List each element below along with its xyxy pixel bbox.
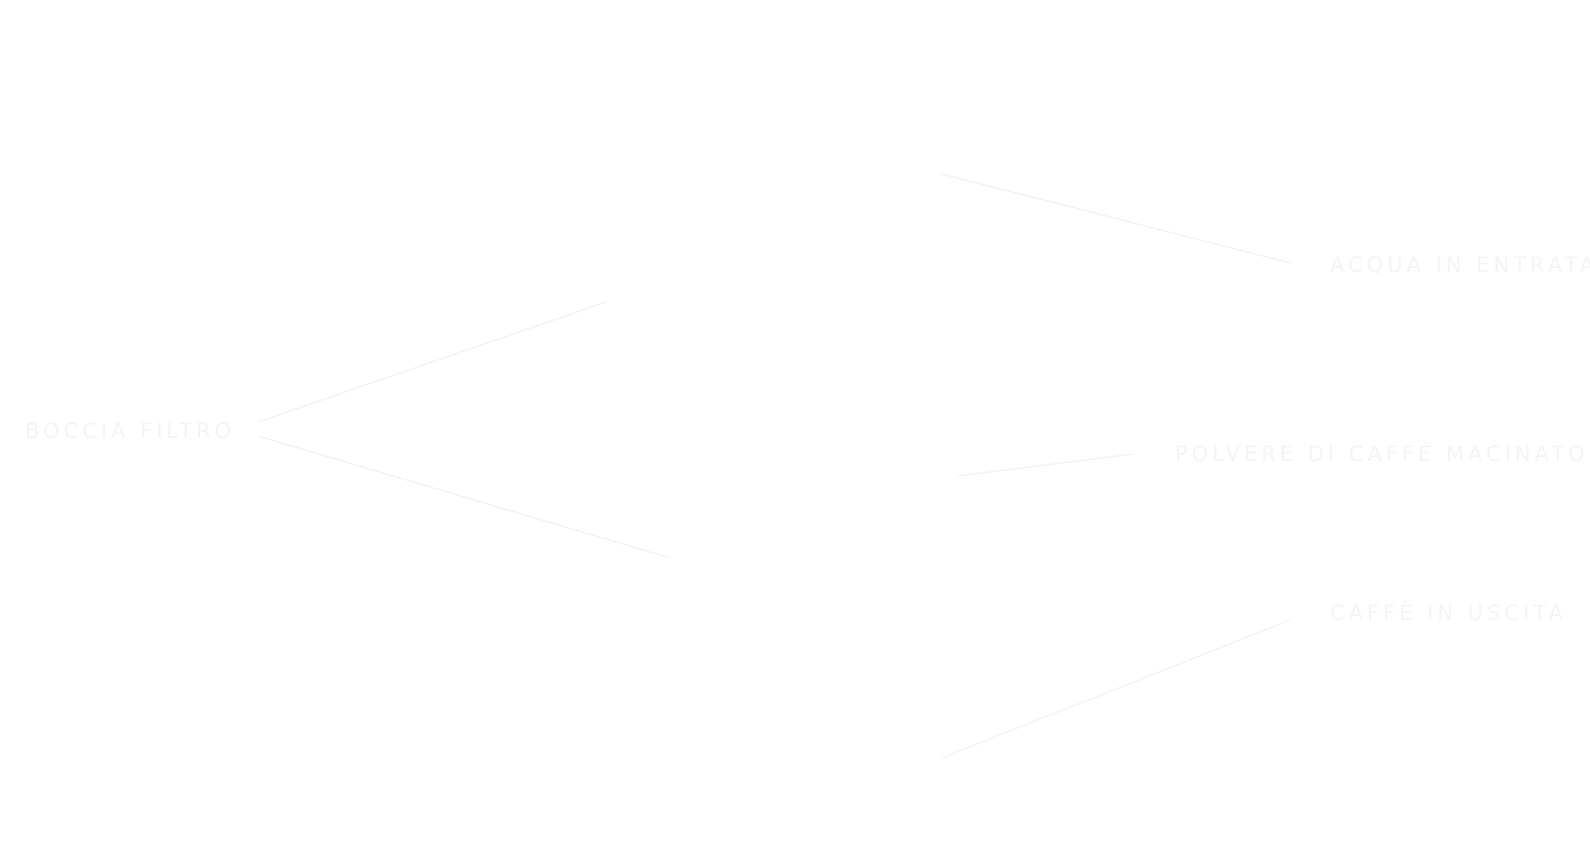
- leader-line-middle: [957, 453, 1135, 477]
- leader-line-bottom: [941, 619, 1291, 759]
- leader-line-root-upper: [257, 301, 607, 423]
- label-boccia-filtro: BOCCIA FILTRO: [25, 419, 236, 443]
- label-acqua-in-entrata: ACQUA IN ENTRATA: [1330, 253, 1590, 277]
- leader-line-top: [941, 173, 1291, 264]
- leader-line-root-lower: [257, 435, 671, 559]
- label-caffe-in-uscita: CAFFÈ IN USCITA: [1330, 601, 1567, 625]
- label-polvere-di-caffe-macinato: POLVERE DI CAFFÈ MACINATO: [1175, 442, 1589, 466]
